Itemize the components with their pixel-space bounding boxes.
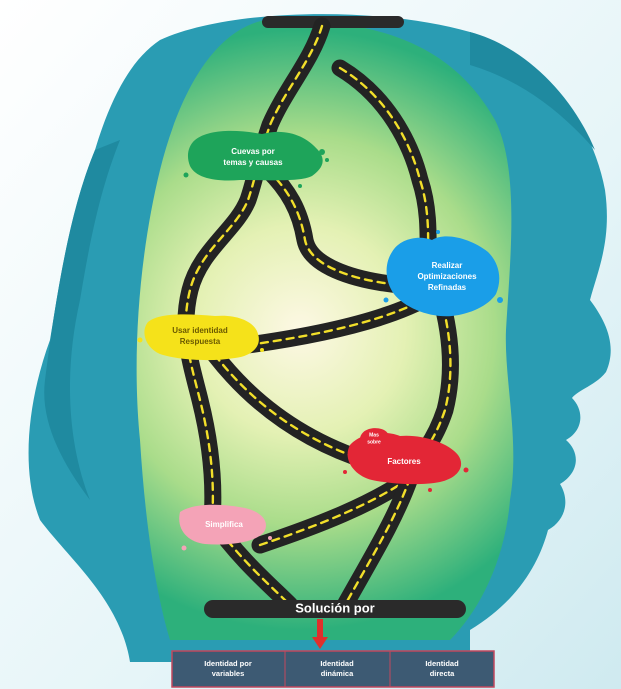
option-cell-line: Identidad por	[204, 659, 252, 668]
node-green-line: temas y causas	[223, 158, 283, 167]
options-row: Identidad por variables Identidad dinámi…	[172, 651, 494, 687]
node-red-small-line: Mas	[369, 432, 379, 438]
node-red-line: Factores	[387, 457, 421, 466]
option-cell-line: Identidad	[320, 659, 354, 668]
option-cell-line: directa	[430, 669, 455, 678]
node-blue-line: Realizar	[432, 261, 463, 270]
node-blue-line: Refinadas	[428, 283, 467, 292]
option-cell-line: variables	[212, 669, 245, 678]
node-red-small: Mas sobre	[360, 428, 389, 450]
top-bar	[262, 16, 404, 28]
bottom-bar-title: Solución por	[295, 600, 374, 615]
option-cell-line: Identidad	[425, 659, 459, 668]
node-pink-line: Simplifica	[205, 520, 243, 529]
node-blue-line: Optimizaciones	[417, 272, 477, 281]
node-yellow-line: Respuesta	[180, 337, 221, 346]
node-green-line: Cuevas por	[231, 147, 275, 156]
node-red-small-line: sobre	[367, 439, 381, 445]
node-yellow-line: Usar identidad	[172, 326, 228, 335]
option-cell-line: dinámica	[321, 669, 354, 678]
